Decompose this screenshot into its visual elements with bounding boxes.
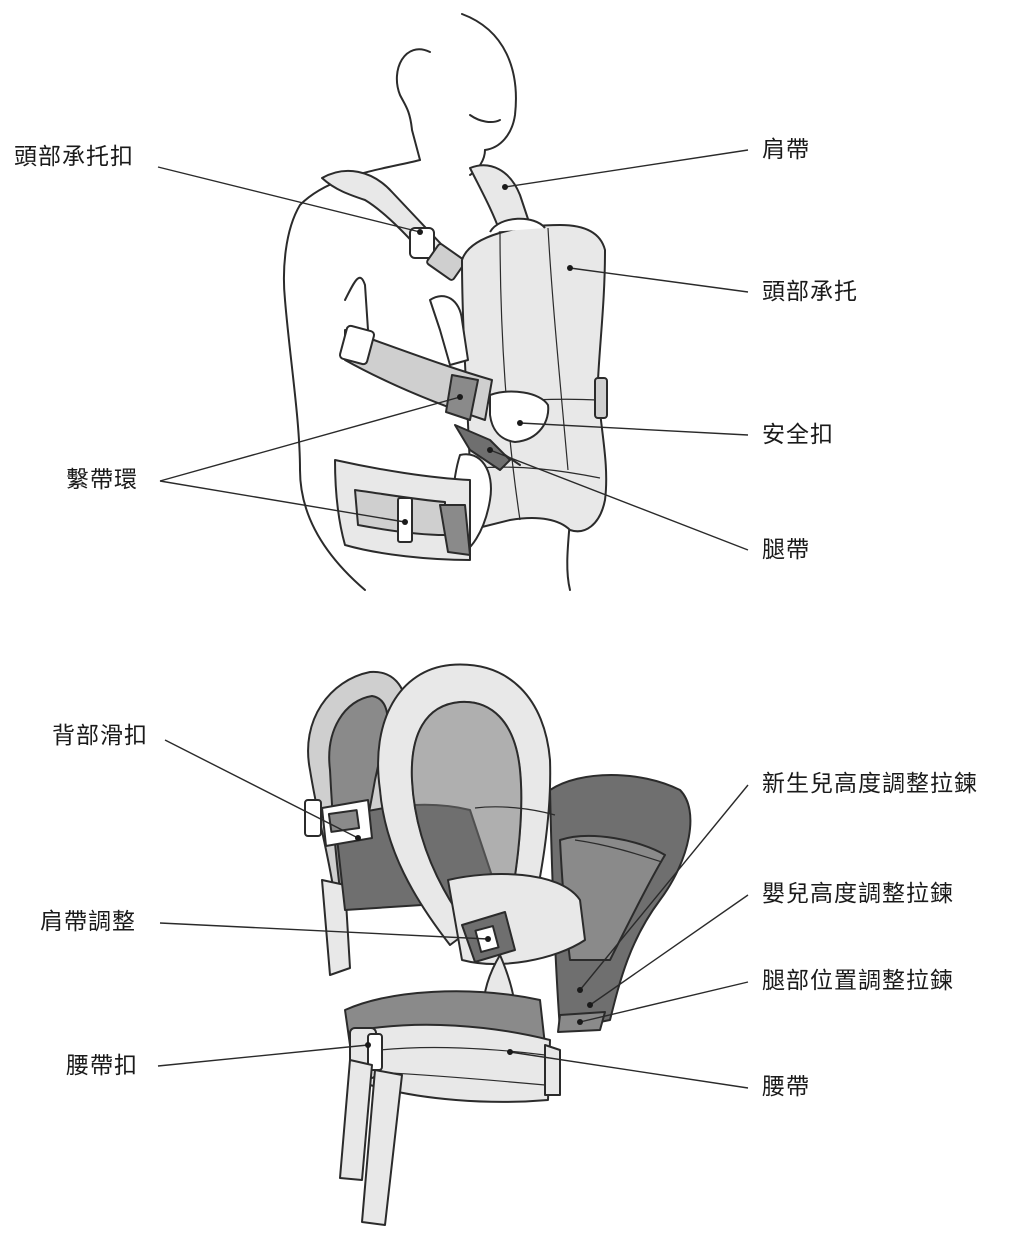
carrier-standalone-illustration: [304, 663, 692, 1226]
label-newborn-height-zipper: 新生兒高度調整拉鍊: [762, 771, 978, 797]
label-strap-loops: 繫帶環: [66, 467, 138, 493]
label-shoulder-strap-adjust: 肩帶調整: [40, 909, 136, 935]
label-head-support: 頭部承托: [762, 279, 858, 305]
label-leg-position-zipper: 腿部位置調整拉鍊: [762, 968, 954, 994]
leader-lines: [157, 149, 749, 1089]
label-waist-belt: 腰帶: [762, 1074, 810, 1100]
label-waist-belt-buckle: 腰帶扣: [66, 1053, 138, 1079]
label-baby-height-zipper: 嬰兒高度調整拉鍊: [762, 881, 954, 907]
label-leg-strap: 腿帶: [762, 537, 810, 563]
label-back-slide-buckle: 背部滑扣: [52, 723, 148, 749]
label-safety-buckle: 安全扣: [762, 422, 834, 448]
label-shoulder-strap: 肩帶: [762, 137, 810, 163]
carrier-worn-illustration: [282, 13, 608, 591]
label-head-support-buckle: 頭部承托扣: [14, 144, 134, 170]
